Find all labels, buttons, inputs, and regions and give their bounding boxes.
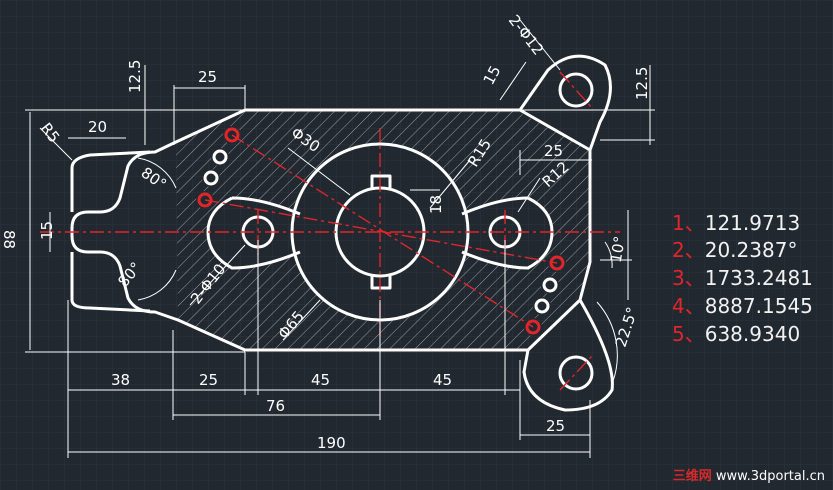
dim-38: 38 (111, 371, 130, 389)
dim-88: 88 (0, 230, 18, 249)
upper-tab (70, 150, 151, 169)
top-lug (518, 54, 612, 151)
answer-1: 1、121.9713 (672, 207, 800, 236)
answer-value: 20.2387° (704, 238, 798, 262)
dim-45-b: 45 (433, 371, 452, 389)
watermark: 三维网 www.3dportal.cn (673, 465, 825, 484)
answer-number: 5、 (672, 322, 705, 346)
dim-10deg: 10° (607, 235, 629, 264)
dim-20: 20 (88, 118, 107, 136)
right-ear (461, 196, 554, 270)
answer-2: 2、20.2387° (672, 234, 797, 263)
bottom-lug (522, 299, 614, 412)
lower-tab (70, 299, 151, 313)
keyway-bottom (370, 276, 392, 290)
dimension-lines (25, 19, 655, 458)
answer-number: 4、 (672, 294, 705, 318)
answer-value: 1733.2481 (704, 266, 813, 290)
watermark-url: www.3dportal.cn (715, 469, 825, 484)
lug-hole-bottom (558, 355, 594, 391)
watermark-cn: 三维网 (672, 469, 712, 484)
dim-25-bottom: 25 (199, 371, 218, 389)
answer-3: 3、1733.2481 (672, 262, 813, 291)
answer-number: 2、 (672, 238, 705, 262)
dim-76: 76 (266, 397, 285, 415)
dim-190: 190 (317, 434, 346, 452)
dim-15-left: 15 (38, 221, 56, 240)
dim-25-right: 25 (544, 142, 563, 160)
dim-18: 18 (427, 195, 445, 214)
answer-number: 3、 (672, 266, 705, 290)
answer-5: 5、638.9340 (672, 318, 800, 347)
dim-12-5-left: 12.5 (126, 60, 144, 93)
part-outline (70, 54, 614, 412)
answer-number: 1、 (672, 211, 705, 235)
dim-25-br: 25 (546, 417, 565, 435)
left-ear (206, 196, 301, 270)
answer-value: 8887.1545 (704, 294, 813, 318)
lug-hole-top (558, 72, 594, 108)
keyway-top (370, 174, 392, 188)
dim-45-a: 45 (311, 371, 330, 389)
answer-value: 121.9713 (704, 211, 801, 235)
answer-4: 4、8887.1545 (672, 290, 813, 319)
dim-12-5-right: 12.5 (633, 67, 651, 100)
answer-value: 638.9340 (704, 322, 801, 346)
dim-25-top: 25 (198, 68, 217, 86)
